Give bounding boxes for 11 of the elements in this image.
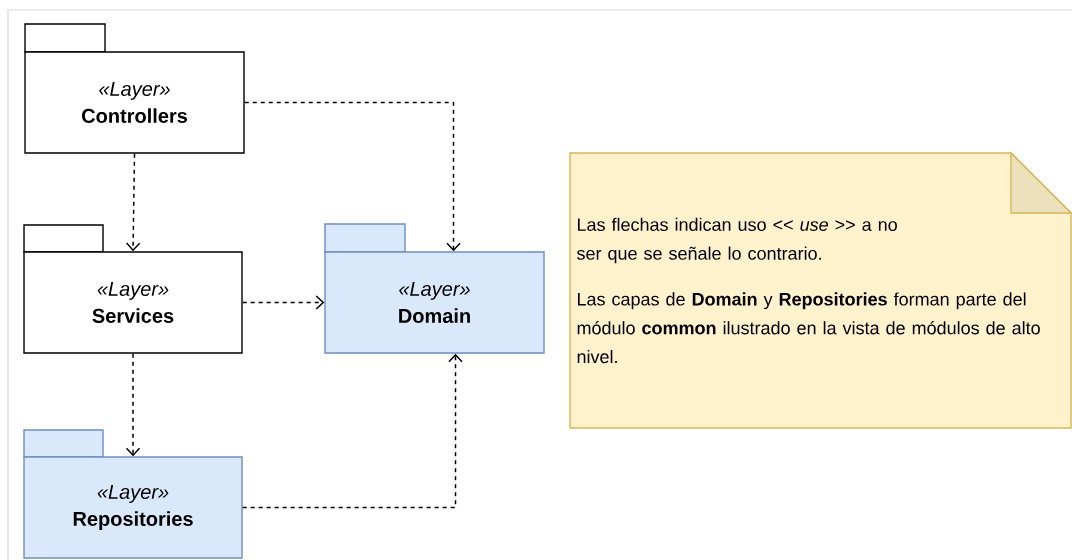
note-text: Las flechas indican uso << use >> a no ser que se señale lo contrario. — [577, 217, 897, 264]
arrow — [125, 352, 141, 457]
arrow — [125, 152, 141, 252]
package-box: «Layer» Services — [23, 224, 243, 354]
arrow — [241, 353, 463, 509]
arrow — [241, 295, 325, 310]
arrow — [243, 101, 461, 252]
note-text: Las capas de Domain y Repositories forman parte del módulo common ilustrado en la vista de módulos de alto nivel. — [577, 292, 1040, 364]
package-box: «Layer» Domain — [324, 223, 545, 354]
package-box: «Layer» Controllers — [24, 23, 245, 154]
package-box: «Layer» Repositories — [23, 429, 243, 559]
